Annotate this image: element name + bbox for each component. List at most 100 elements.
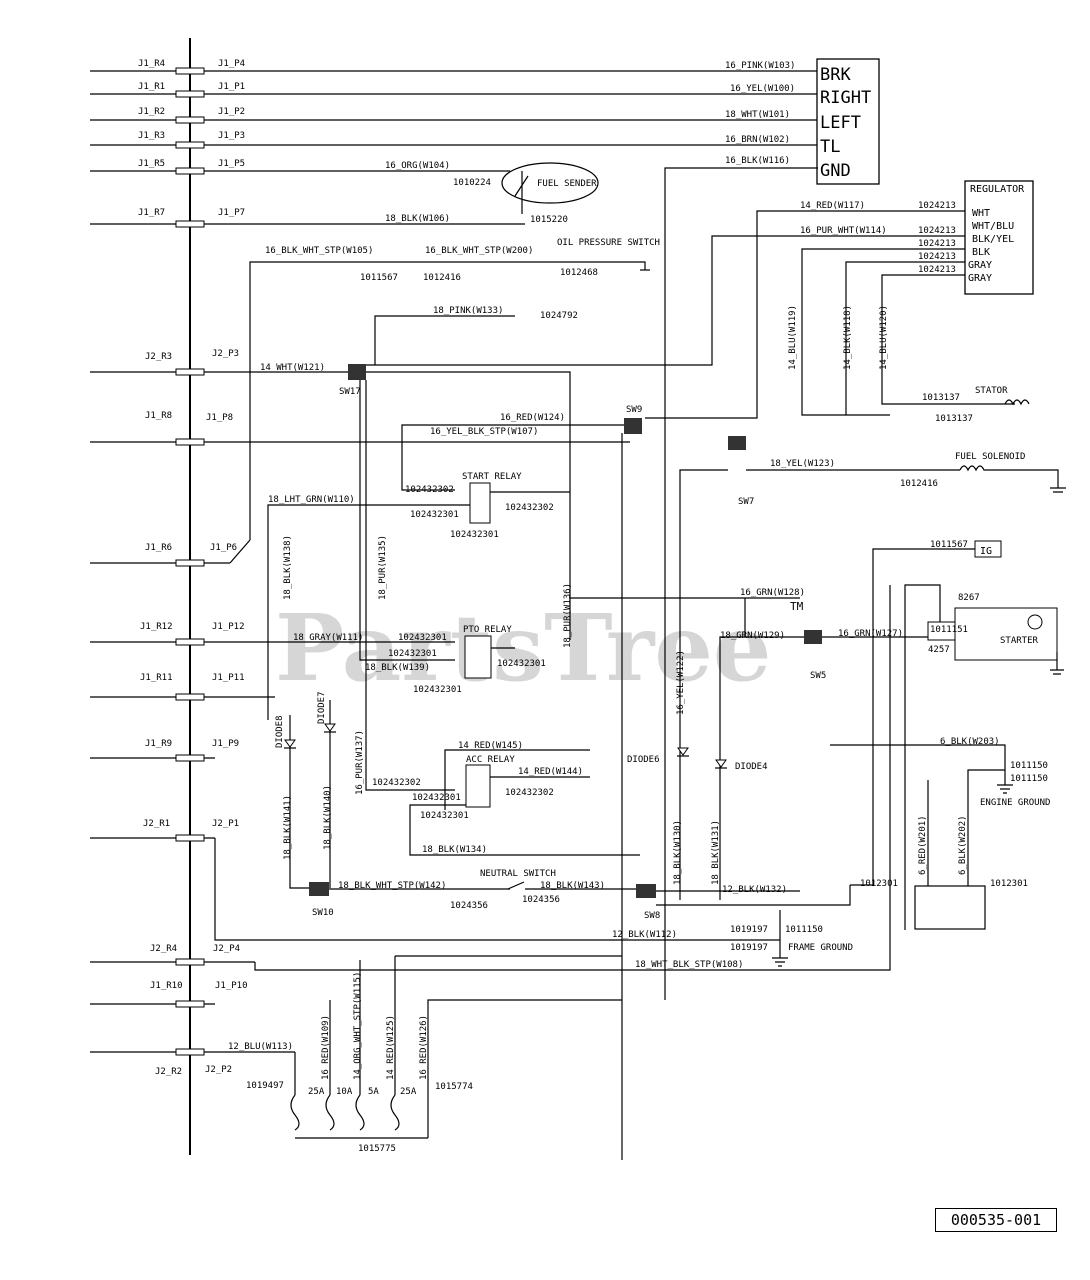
pto-relay: PTO RELAY [463, 625, 512, 679]
conn-p-13: J2_P4 [213, 944, 240, 954]
wire-w112: 12_BLK(W112) [612, 930, 677, 940]
pn-1012301-b: 1012301 [990, 879, 1028, 889]
sw-pin-right: RIGHT [820, 88, 871, 108]
pn-1015775: 1015775 [358, 1144, 396, 1154]
sw8-connector [636, 884, 656, 898]
conn-r-14: J1_R10 [150, 981, 183, 991]
pto-relay-label: PTO RELAY [463, 625, 512, 635]
conn-r-4: J1_R5 [138, 159, 165, 169]
pn-1012301-a: 1012301 [860, 879, 898, 889]
sw7-connector [728, 436, 746, 450]
connector-rows [90, 67, 818, 1056]
wire-w138: 18_BLK(W138) [283, 535, 293, 600]
sw10-label: SW10 [312, 908, 334, 918]
sw-pin-tl: TL [820, 137, 840, 157]
wire-w135: 18_PUR(W135) [378, 535, 388, 600]
conn-r-11: J1_R9 [145, 739, 172, 749]
pr-pn-2: 102432301 [388, 649, 437, 659]
pn-1019197-b: 1019197 [730, 943, 768, 953]
wire-w128: 16_GRN(W128) [740, 588, 805, 598]
wire-w134: 18_BLK(W134) [422, 845, 487, 855]
sw10-connector [309, 882, 329, 896]
sw-pin-brk: BRK [820, 65, 851, 85]
wire-w122: 16_YEL(W122) [676, 650, 686, 715]
wire-w107: 16_YEL_BLK_STP(W107) [430, 427, 538, 437]
pn-1024356-b: 1024356 [522, 895, 560, 905]
sw-pin-gnd: GND [820, 161, 851, 181]
wire-w109: 16_RED(W109) [321, 1015, 331, 1080]
watermark-tm: TM [790, 600, 804, 613]
wire-w129: 18_GRN(W129) [720, 631, 785, 641]
conn-p-5: J1_P7 [218, 208, 245, 218]
wire-w121: 14_WHT(W121) [260, 363, 325, 373]
reg-ref-1: 1024213 [918, 226, 956, 236]
wire-w104: 16_ORG(W104) [385, 161, 450, 171]
diode6-label: DIODE6 [627, 755, 660, 765]
pn-1010224: 1010224 [453, 178, 491, 188]
ar-pn-4: 102432301 [420, 811, 469, 821]
sw9-label: SW9 [626, 405, 642, 415]
reg-pin-0: WHT [972, 208, 990, 219]
conn-r-12: J2_R1 [143, 819, 170, 829]
sw5-connector [804, 630, 822, 644]
pn-1019197-a: 1019197 [730, 925, 768, 935]
wire-w139: 18_BLK(W139) [365, 663, 430, 673]
conn-p-12: J2_P1 [212, 819, 239, 829]
conn-r-3: J1_R3 [138, 131, 165, 141]
fuel-solenoid-label: FUEL SOLENOID [955, 452, 1025, 462]
conn-r-1: J1_R1 [138, 82, 165, 92]
conn-r-2: J1_R2 [138, 107, 165, 117]
wire-w113: 12_BLU(W113) [228, 1042, 293, 1052]
wire-w100: 16_YEL(W100) [730, 84, 795, 94]
conn-p-7: J1_P8 [206, 413, 233, 423]
regulator: REGULATOR WHT WHT/BLU BLK/YEL BLK GRAY G… [964, 180, 1034, 295]
wire-w110: 18_LHT_GRN(W110) [268, 495, 355, 505]
wire-w125: 14_RED(W125) [386, 1015, 396, 1080]
pn-1011150-c: 1011150 [785, 925, 823, 935]
reg-pin-2: BLK/YEL [972, 234, 1014, 245]
pr-pn-3: 102432301 [497, 659, 546, 669]
fuse-25a-1: 25A [308, 1087, 325, 1097]
conn-r-8: J1_R6 [145, 543, 172, 553]
ar-pn-1: 102432302 [372, 778, 421, 788]
wire-w144: 14_RED(W144) [518, 767, 583, 777]
sr-pn-4: 102432301 [450, 530, 499, 540]
conn-p-1: J1_P1 [218, 82, 245, 92]
conn-r-0: J1_R4 [138, 59, 165, 69]
pn-1012468: 1012468 [560, 268, 598, 278]
reg-pin-3: BLK [972, 247, 990, 258]
wire-w123: 18_YEL(W123) [770, 459, 835, 469]
wire-w119: 14_BLU(W119) [788, 305, 798, 370]
wire-w142: 18_BLK_WHT_STP(W142) [338, 881, 446, 891]
wire-w115: 14_ORG_WHT_STP(W115) [353, 972, 363, 1080]
wire-w130: 18_BLK(W130) [673, 820, 683, 885]
pr-pn-1: 102432301 [398, 633, 447, 643]
conn-r-7: J1_R8 [145, 411, 172, 421]
pn-1011567-a: 1011567 [360, 273, 398, 283]
pn-1024792: 1024792 [540, 311, 578, 321]
wire-w143: 18_BLK(W143) [540, 881, 605, 891]
wire-w117: 14_RED(W117) [800, 201, 865, 211]
wire-w137: 16_PUR(W137) [355, 730, 365, 795]
conn-p-0: J1_P4 [218, 59, 245, 69]
wire-w124: 16_RED(W124) [500, 413, 565, 423]
wire-w136: 18_PUR(W136) [563, 583, 573, 648]
num-8267: 8267 [958, 593, 980, 603]
reg-ref-2: 1024213 [918, 239, 956, 249]
wire-w133: 18_PINK(W133) [433, 306, 503, 316]
pn-1012416-a: 1012416 [423, 273, 461, 283]
oil-pressure-switch-label: OIL PRESSURE SWITCH [557, 238, 660, 248]
wire-w140: 18_BLK(W140) [323, 785, 333, 850]
starter: STARTER [927, 607, 1058, 661]
key-switch-block: BRK RIGHT LEFT TL GND [816, 58, 880, 185]
sw5-label: SW5 [810, 671, 826, 681]
wire-w200: 16_BLK_WHT_STP(W200) [425, 246, 533, 256]
num-4257: 4257 [928, 645, 950, 655]
pn-1012416-b: 1012416 [900, 479, 938, 489]
acc-relay: ACC RELAY [465, 755, 515, 808]
fuse-10a: 10A [336, 1087, 353, 1097]
regulator-title: REGULATOR [970, 184, 1025, 195]
pn-1011567-b: 1011567 [930, 540, 968, 550]
